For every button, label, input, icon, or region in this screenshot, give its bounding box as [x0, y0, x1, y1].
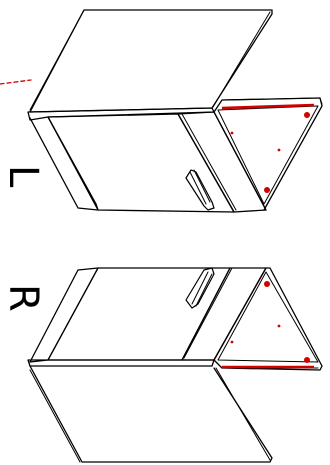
cabinet-left-front [29, 116, 99, 211]
cabinet-left-handle [185, 169, 215, 211]
cabinet-left-open-box-inner [217, 105, 319, 205]
cabinet-right [27, 267, 323, 463]
cabinet-left-label: L [0, 165, 46, 188]
cabinet-right-drawer [181, 267, 267, 361]
cabinet-left-open-box-rim [221, 97, 323, 105]
cabinet-left-pin-1 [230, 131, 234, 135]
cabinet-left [0, 9, 323, 213]
cabinet-right-hinge-dot-bottom [304, 357, 310, 363]
cabinet-right-drawer-edge [183, 267, 233, 359]
cabinet-right-body [27, 359, 215, 367]
cabinet-left-pin-2 [277, 148, 281, 152]
cabinet-right-open-box-inner [217, 271, 319, 363]
cabinet-right-hinge-dot-top [264, 281, 270, 287]
cabinet-right-pin-1 [277, 324, 281, 328]
cabinet-right-side-panel-edge [29, 367, 271, 463]
cabinet-left-drawer-edge [181, 113, 237, 211]
cabinet-right-handle [185, 267, 215, 309]
cabinet-right-label: R [0, 284, 46, 312]
cabinet-right-side-panel [29, 365, 273, 463]
cabinet-right-front [29, 267, 99, 363]
cabinet-left-rail-highlight [221, 103, 315, 110]
cabinet-left-leader-line [0, 79, 32, 85]
cabinet-left-top-panel [29, 9, 273, 113]
cabinet-right-pin-2 [230, 340, 234, 344]
cabinet-left-hinge-dot-bottom [264, 187, 270, 193]
cabinet-left-hinge-dot-top [304, 112, 310, 118]
cabinet-left-top-panel-edge [29, 9, 271, 111]
